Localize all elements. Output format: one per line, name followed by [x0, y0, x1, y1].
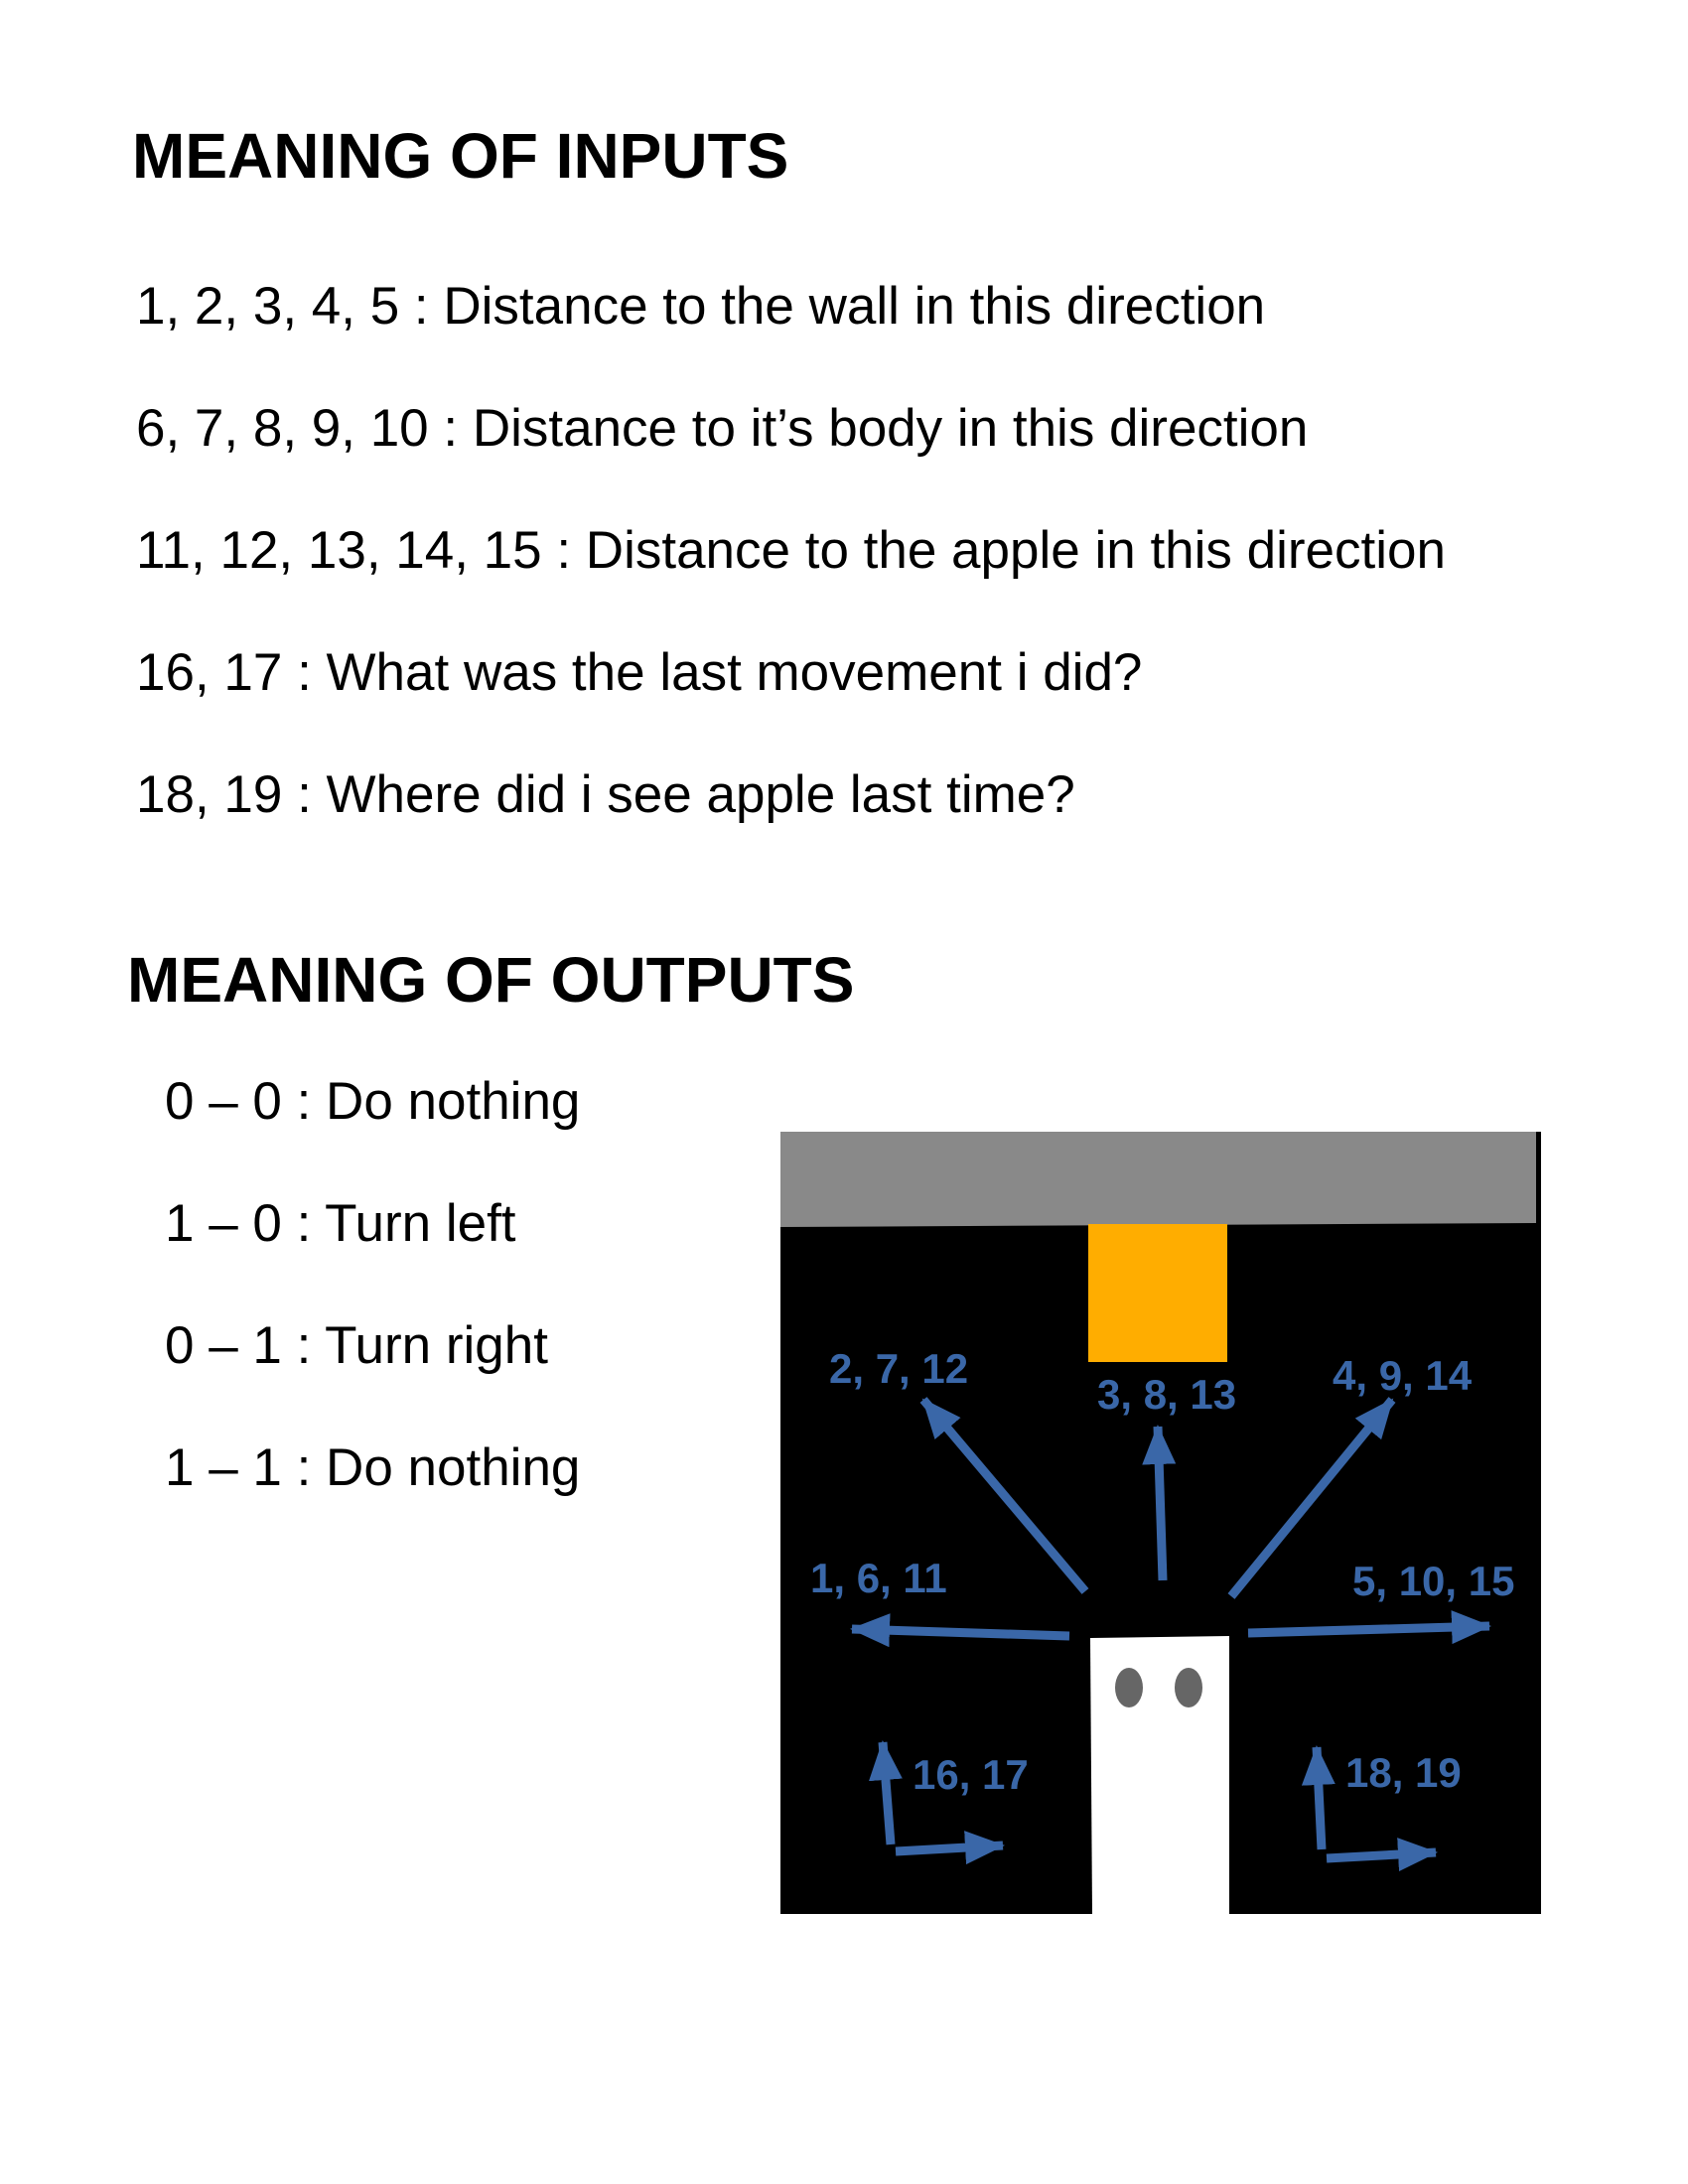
snake-head [1090, 1636, 1229, 1914]
output-item-0-0: 0 – 0 : Do nothing [165, 1072, 581, 1131]
arrow-up-left [919, 1397, 1089, 1594]
input-item-last-apple: 18, 19 : Where did i see apple last time… [136, 765, 1075, 824]
input-item-last-movement: 16, 17 : What was the last movement i di… [136, 643, 1143, 702]
apple [1088, 1224, 1227, 1362]
wall [780, 1132, 1536, 1227]
input-item-body: 6, 7, 8, 9, 10 : Distance to it’s body i… [136, 399, 1309, 458]
arrow-last-apple-up [1301, 1745, 1336, 1850]
label-right: 5, 10, 15 [1352, 1558, 1514, 1604]
output-item-1-0: 1 – 0 : Turn left [165, 1194, 516, 1253]
arrow-up [1142, 1425, 1177, 1581]
label-last-apple: 18, 19 [1345, 1749, 1462, 1796]
label-up-right: 4, 9, 14 [1333, 1352, 1473, 1399]
input-item-apple: 11, 12, 13, 14, 15 : Distance to the app… [136, 521, 1446, 580]
arrow-last-apple-right [1326, 1838, 1438, 1872]
snake-sensor-diagram: 1, 6, 11 2, 7, 12 3, 8, 13 4, 9, 14 5, 1… [780, 1132, 1541, 1914]
output-item-0-1: 0 – 1 : Turn right [165, 1316, 548, 1375]
label-last-movement: 16, 17 [913, 1751, 1029, 1798]
output-item-1-1: 1 – 1 : Do nothing [165, 1438, 581, 1497]
label-left: 1, 6, 11 [810, 1555, 947, 1601]
snake-eye-right [1175, 1668, 1202, 1707]
arrow-right [1247, 1610, 1491, 1645]
arrow-last-move-up [868, 1740, 903, 1845]
input-item-wall: 1, 2, 3, 4, 5 : Distance to the wall in … [136, 277, 1266, 336]
arrow-left [850, 1613, 1070, 1648]
snake-eye-left [1115, 1668, 1143, 1707]
outputs-heading: MEANING OF OUTPUTS [127, 944, 855, 1016]
arrow-up-right [1227, 1397, 1396, 1599]
arrow-last-move-right [895, 1831, 1005, 1865]
label-up-left: 2, 7, 12 [829, 1345, 968, 1392]
label-up: 3, 8, 13 [1097, 1371, 1236, 1418]
inputs-heading: MEANING OF INPUTS [132, 120, 789, 192]
